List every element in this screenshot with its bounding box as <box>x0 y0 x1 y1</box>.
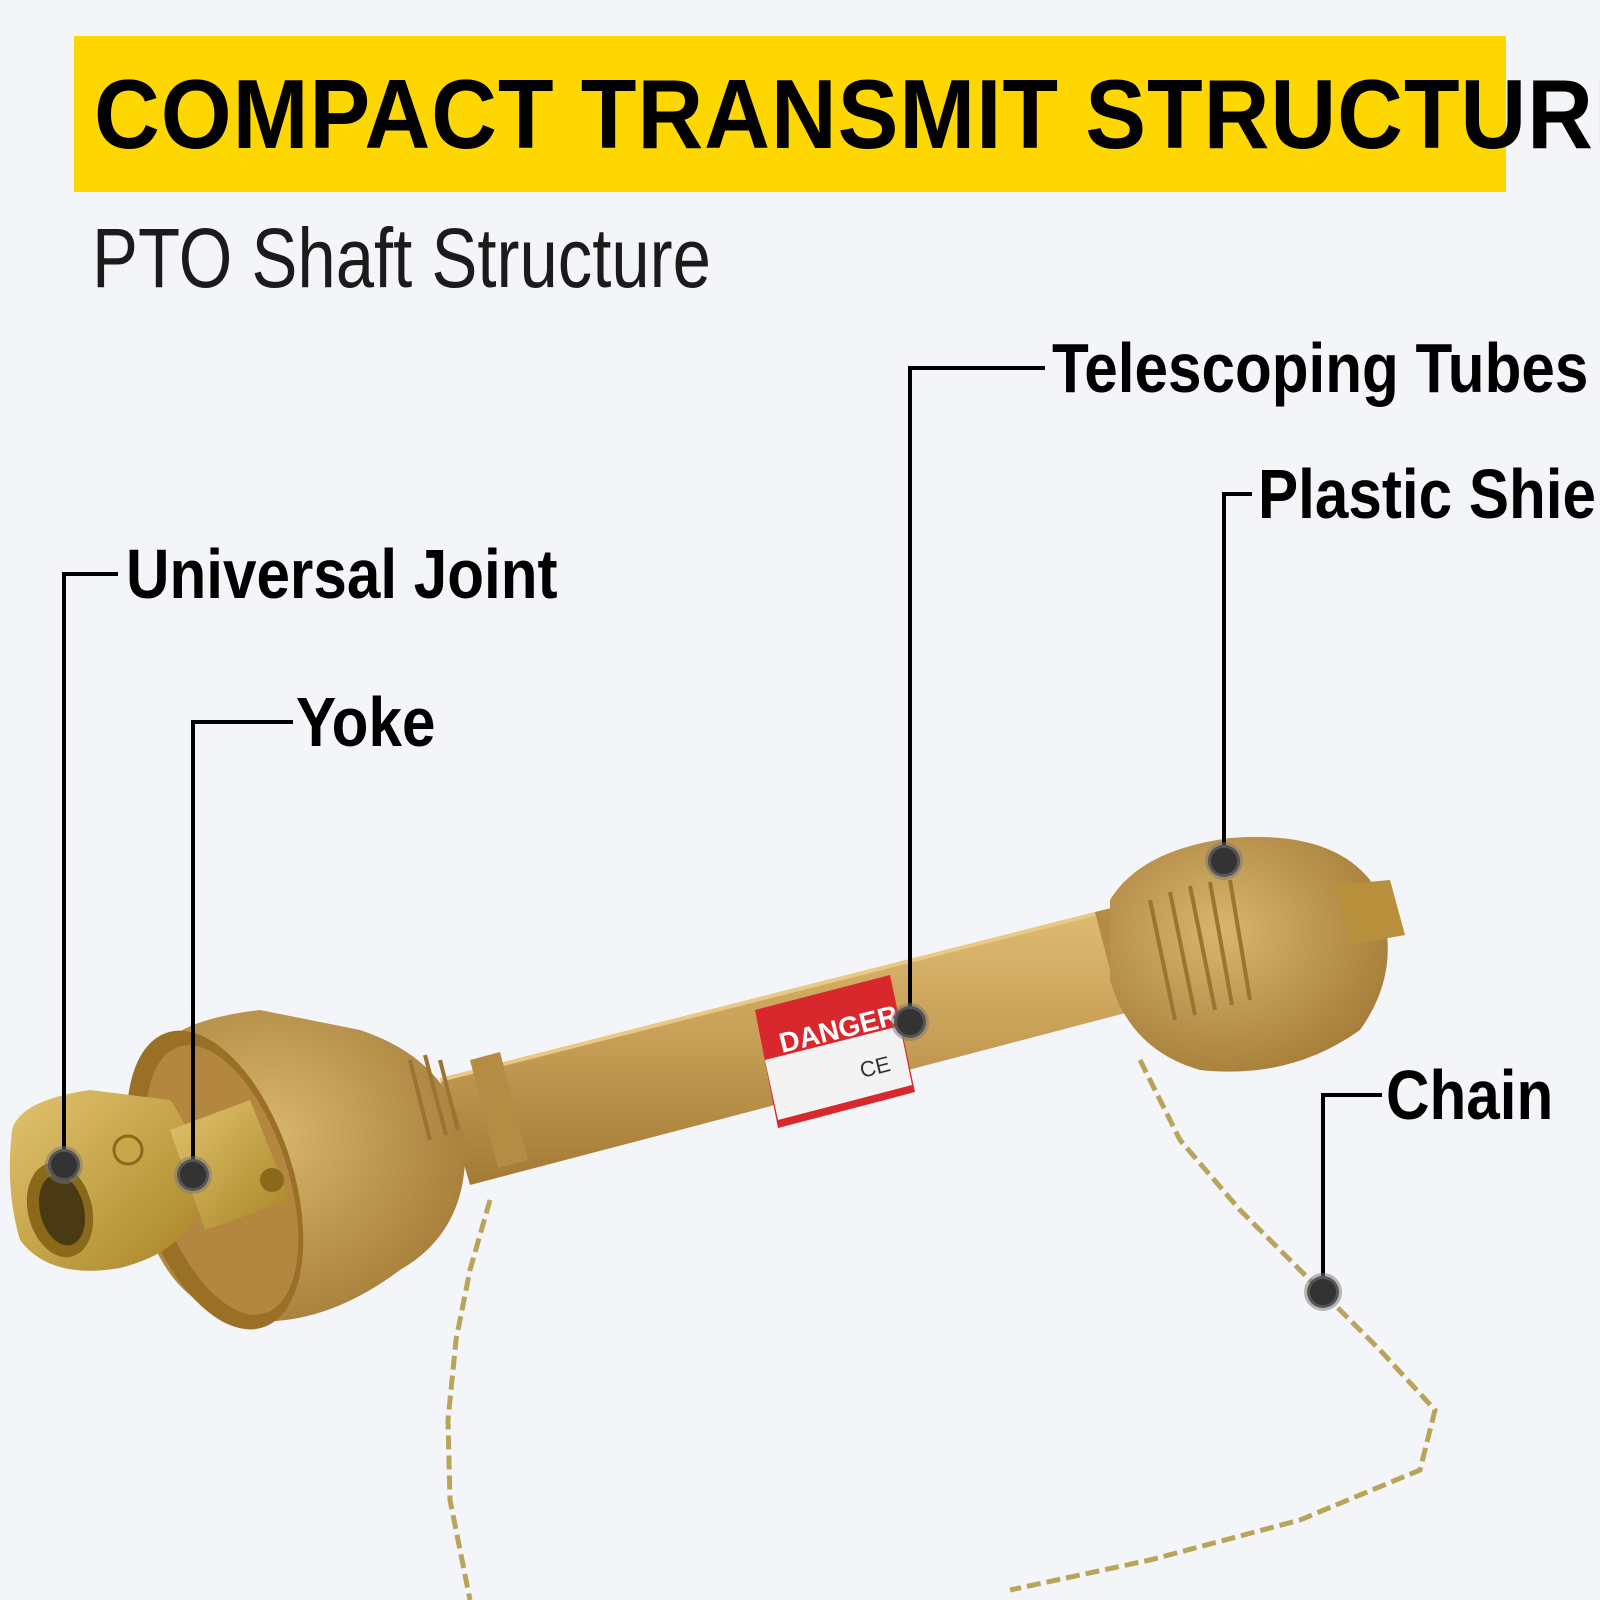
yoke-line <box>191 720 293 1175</box>
title-bar: COMPACT TRANSMIT STRUCTURE <box>74 36 1600 192</box>
universal-joint <box>9 1090 201 1271</box>
universal-joint-label: Universal Joint <box>126 535 558 613</box>
universal-joint-dot <box>45 1146 83 1184</box>
danger-decal: DANGER CE <box>755 975 915 1128</box>
chain-dot <box>1304 1273 1342 1311</box>
yoke <box>170 1100 290 1230</box>
plastic-shield-line <box>1222 492 1252 861</box>
callout-lines <box>62 366 1382 1292</box>
yoke-label: Yoke <box>296 683 436 761</box>
telescoping-tubes-label: Telescoping Tubes <box>1052 329 1589 407</box>
universal-joint-line <box>62 572 118 1165</box>
right-chain <box>1009 1058 1438 1593</box>
right-plastic-shield <box>1110 836 1405 1072</box>
plastic-shield-dot <box>1205 842 1243 880</box>
left-chain <box>445 1199 493 1600</box>
yoke-dot <box>174 1156 212 1194</box>
callout-dots <box>45 842 1342 1311</box>
telescoping-tubes-line <box>908 366 1045 1022</box>
page-title: COMPACT TRANSMIT STRUCTURE <box>94 58 1600 169</box>
page-subtitle: PTO Shaft Structure <box>92 211 711 305</box>
plastic-shield-label: Plastic Shield <box>1258 455 1600 533</box>
chain-line <box>1321 1093 1382 1292</box>
telescoping-tubes-dot <box>891 1003 929 1041</box>
chain-label: Chain <box>1386 1056 1554 1134</box>
